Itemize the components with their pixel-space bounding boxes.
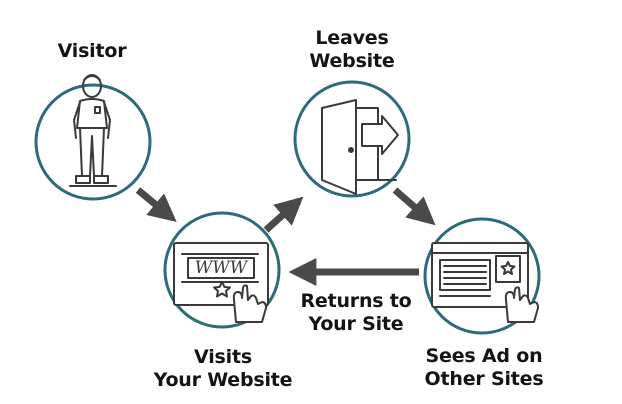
visitor-label: Visitor bbox=[52, 40, 132, 63]
visitor-node bbox=[34, 74, 152, 201]
visits-node: WWW bbox=[163, 211, 281, 329]
sees-ad-node bbox=[423, 217, 541, 335]
leaves-label: Leaves Website bbox=[302, 27, 402, 73]
arrow-visits-to-leaves bbox=[263, 196, 304, 233]
visits-label-line1: Visits bbox=[194, 346, 252, 368]
visits-label: Visits Your Website bbox=[148, 346, 298, 392]
www-screen-text: WWW bbox=[195, 258, 249, 278]
returns-label-line1: Returns to bbox=[300, 290, 412, 312]
returns-label-line2: Your Site bbox=[308, 313, 404, 335]
leaves-node bbox=[293, 80, 411, 198]
arrow-leaves-to-sees-ad bbox=[392, 187, 436, 226]
sees-ad-label-line1: Sees Ad on bbox=[425, 345, 543, 367]
visitor-label-text: Visitor bbox=[57, 40, 127, 62]
sees-ad-label-line2: Other Sites bbox=[424, 368, 544, 390]
person-icon bbox=[69, 74, 117, 187]
ad-webpage-click-icon bbox=[431, 242, 539, 323]
monitor-www-click-icon bbox=[173, 242, 269, 323]
leaves-label-line1: Leaves bbox=[315, 27, 389, 49]
returns-label: Returns to Your Site bbox=[296, 290, 416, 336]
flow-arrows bbox=[135, 187, 436, 286]
door-exit-icon bbox=[321, 99, 399, 195]
leaves-label-line2: Website bbox=[309, 50, 395, 72]
visits-label-line2: Your Website bbox=[153, 369, 293, 391]
sees-ad-label: Sees Ad on Other Sites bbox=[414, 345, 554, 391]
arrow-visitor-to-visits bbox=[135, 187, 177, 223]
